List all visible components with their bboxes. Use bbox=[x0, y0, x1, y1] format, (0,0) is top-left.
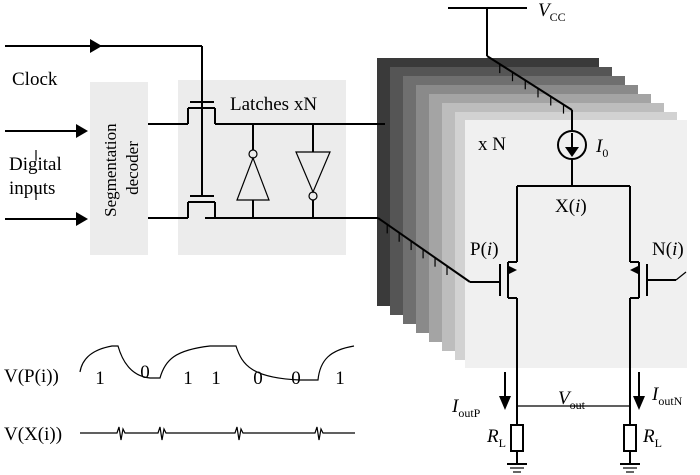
bit-label: 1 bbox=[95, 368, 105, 389]
bit-label: 0 bbox=[291, 368, 301, 389]
ioutp-label: IoutP bbox=[451, 396, 481, 420]
digital-inputs-label: Digital inputs bbox=[9, 154, 67, 199]
vout-label: Vout bbox=[558, 388, 586, 412]
x-node-label: X(i) bbox=[555, 196, 587, 217]
bit-label: 0 bbox=[253, 368, 263, 389]
bit-label: 0 bbox=[140, 362, 150, 383]
bit-label: 1 bbox=[335, 368, 345, 389]
latch-circuit bbox=[148, 101, 385, 219]
digital-input-arrows bbox=[5, 124, 88, 226]
output-load-right bbox=[620, 372, 645, 473]
n-node-label: N(i) bbox=[652, 239, 684, 260]
vcc-rail bbox=[448, 7, 573, 114]
rl-right-label: RL bbox=[642, 426, 662, 450]
latches-label: Latches xN bbox=[230, 94, 317, 115]
vx-waveform bbox=[80, 426, 355, 441]
vp-waveform bbox=[79, 345, 355, 381]
output-load-left bbox=[499, 372, 527, 473]
segmentation-decoder-label: Segmentation decoder bbox=[101, 119, 142, 217]
latches-block bbox=[178, 80, 346, 255]
current-source-i0 bbox=[557, 110, 587, 186]
ioutn-label: IoutN bbox=[651, 384, 683, 408]
vx-waveform-label: V(X(i)) bbox=[4, 424, 62, 445]
bus-to-p-node bbox=[377, 217, 471, 283]
vcc-label: VCC bbox=[538, 0, 566, 24]
clock-label: Clock bbox=[12, 69, 58, 90]
vp-waveform-label: V(P(i)) bbox=[4, 366, 59, 387]
bit-label: 1 bbox=[183, 368, 193, 389]
clock-input bbox=[5, 39, 203, 103]
i0-label: I0 bbox=[595, 136, 608, 160]
p-node-label: P(i) bbox=[470, 239, 499, 260]
xn-label: x N bbox=[478, 134, 506, 155]
bit-label: 1 bbox=[211, 368, 221, 389]
differential-pair bbox=[470, 185, 687, 385]
rl-left-label: RL bbox=[486, 426, 506, 450]
front-current-cell bbox=[465, 120, 687, 368]
segmentation-decoder-block bbox=[90, 82, 148, 255]
